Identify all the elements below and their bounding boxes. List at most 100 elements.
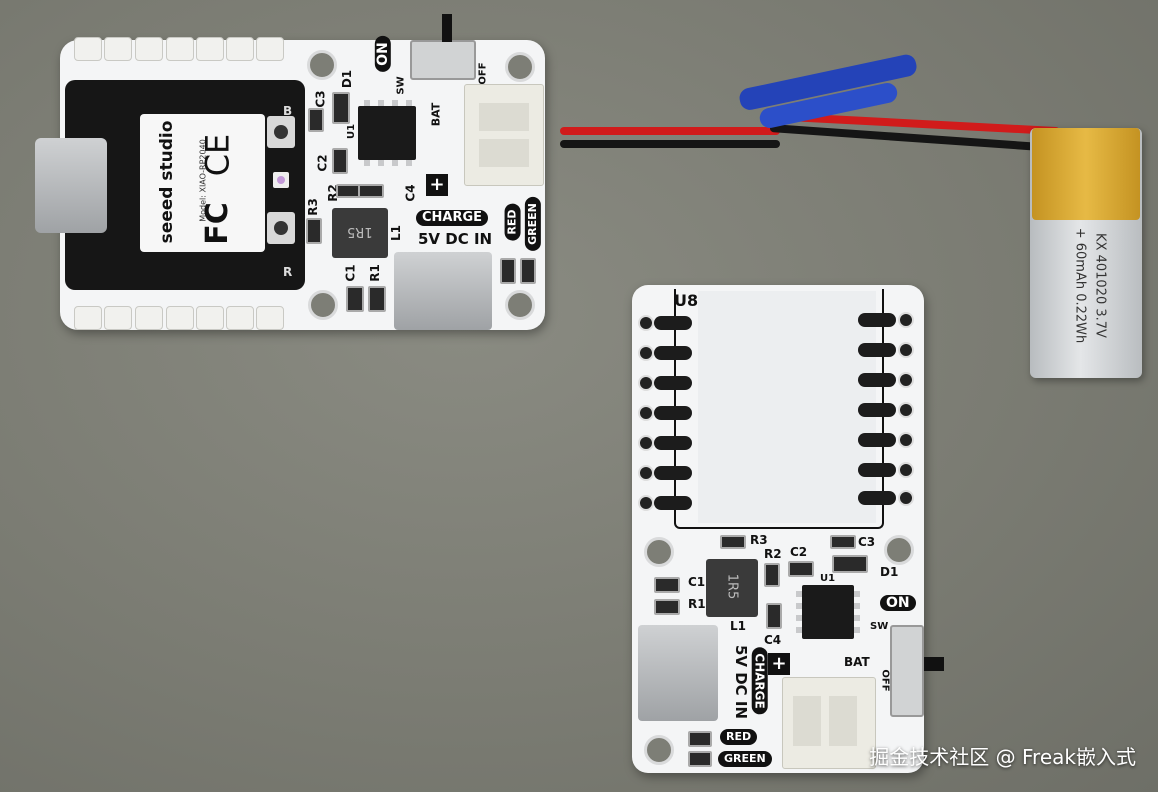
silk-c3: C3: [858, 535, 876, 549]
charger-ic-u1: [358, 100, 416, 166]
dc-in-usb-c-port[interactable]: [394, 252, 492, 330]
diode-d1: [832, 555, 868, 573]
mounting-hole: [884, 535, 914, 565]
module-keepout: [698, 291, 876, 523]
silk-c3: C3: [313, 90, 328, 108]
silk-off: OFF: [879, 669, 891, 692]
silk-l1: L1: [730, 619, 746, 633]
mounting-hole: [505, 52, 535, 82]
silk-r2: R2: [764, 547, 782, 561]
expansion-board-right: U8 R3 R2 C2: [632, 285, 944, 773]
watermark: 掘金技术社区 @ Freak嵌入式: [869, 745, 1136, 769]
silk-r1: R1: [688, 597, 706, 611]
res-r3: [720, 535, 746, 549]
battery-connector: [464, 84, 544, 186]
silk-bat: BAT: [844, 655, 870, 669]
mounting-hole: [644, 537, 674, 567]
silk-c1: C1: [688, 575, 706, 589]
cap-c4: [766, 603, 782, 629]
on-badge: ON: [880, 595, 916, 611]
silk-u1: U1: [346, 123, 358, 140]
silk-c2: C2: [790, 545, 808, 559]
switch-knob[interactable]: [924, 657, 944, 671]
silk-r: R: [283, 265, 293, 279]
lipo-battery: + 60mAh 0.22Wh KX 401020 3.7V: [1030, 128, 1142, 378]
silk-r1: R1: [367, 264, 382, 282]
silk-b: B: [283, 104, 293, 118]
inductor-l1: 1R5: [332, 208, 388, 258]
plus-sign: +: [768, 653, 790, 675]
cap-c1: [346, 286, 364, 312]
ce-mark: CE: [198, 133, 237, 177]
power-switch[interactable]: [890, 625, 944, 717]
silk-d1: D1: [340, 69, 355, 89]
module-shield: seeed studio Model: XIAO-RP2040 FC CE: [140, 114, 265, 252]
silk-off: OFF: [477, 62, 489, 85]
silk-c4: C4: [403, 184, 418, 202]
battery-label: + 60mAh 0.22Wh: [1072, 227, 1088, 344]
diode-d1: [332, 92, 350, 124]
mounting-hole: [307, 50, 337, 80]
cap-c2: [788, 561, 814, 577]
module-brand: seeed studio: [157, 120, 177, 244]
dc-in-usb-c-port[interactable]: [638, 625, 718, 721]
wire-red: [560, 127, 780, 135]
dc-in-label: 5V DC IN: [418, 230, 493, 248]
on-badge: ON: [374, 36, 391, 72]
fc-mark: FC: [199, 202, 235, 245]
red-badge: RED: [504, 203, 521, 241]
silk-d1: D1: [880, 565, 899, 579]
silk-l1: L1: [389, 225, 403, 241]
cap-c3: [830, 535, 856, 549]
charge-badge: CHARGE: [751, 647, 768, 715]
battery-connector: [782, 677, 876, 769]
led-green: [688, 751, 712, 767]
kapton-tape: [1032, 128, 1140, 220]
silk-r3: R3: [750, 533, 768, 547]
silk-r3: R3: [305, 198, 320, 216]
cap-c1: [654, 577, 680, 593]
silk-bat: BAT: [429, 102, 443, 127]
led-green: [520, 258, 536, 284]
reset-button[interactable]: [267, 212, 295, 244]
inductor-l1: 1R5: [706, 559, 758, 617]
xiao-rp2040-module: seeed studio Model: XIAO-RP2040 FC CE B …: [35, 80, 305, 290]
silk-sw: SW: [395, 76, 407, 95]
res-r2: [764, 563, 780, 587]
mounting-hole: [308, 290, 338, 320]
battery-spec: KX 401020 3.7V: [1092, 233, 1108, 338]
green-badge: GREEN: [524, 197, 541, 251]
led-red: [688, 731, 712, 747]
silk-c2: C2: [315, 154, 330, 172]
plus-sign: +: [426, 174, 448, 196]
expansion-board-left: seeed studio Model: XIAO-RP2040 FC CE B …: [35, 14, 545, 330]
green-badge: GREEN: [718, 751, 772, 767]
rgb-led: [273, 172, 289, 188]
boot-button[interactable]: [267, 116, 295, 148]
silk-u1: U1: [820, 573, 836, 584]
res-r1: [368, 286, 386, 312]
switch-knob[interactable]: [442, 14, 452, 42]
silk-c4: C4: [764, 633, 782, 647]
silk-c1: C1: [343, 264, 358, 282]
led-red: [500, 258, 516, 284]
wire-black: [560, 140, 780, 148]
usb-c-port[interactable]: [35, 138, 107, 233]
dc-in-label: 5V DC IN: [732, 644, 751, 720]
res-r3: [306, 218, 322, 244]
red-badge: RED: [720, 729, 758, 745]
charge-badge: CHARGE: [416, 210, 489, 226]
cap-c3: [308, 108, 324, 132]
inductor-code: 1R5: [724, 573, 740, 600]
cap-c2: [332, 148, 348, 174]
inductor-code: 1R5: [347, 224, 373, 239]
silk-sw: SW: [870, 621, 889, 632]
mounting-hole: [505, 290, 535, 320]
power-switch[interactable]: [410, 14, 476, 80]
cap-c4-left: [358, 184, 384, 198]
silk-u8: U8: [674, 291, 699, 310]
mounting-hole: [644, 735, 674, 765]
res-r1: [654, 599, 680, 615]
charger-ic-u1: [796, 585, 860, 639]
